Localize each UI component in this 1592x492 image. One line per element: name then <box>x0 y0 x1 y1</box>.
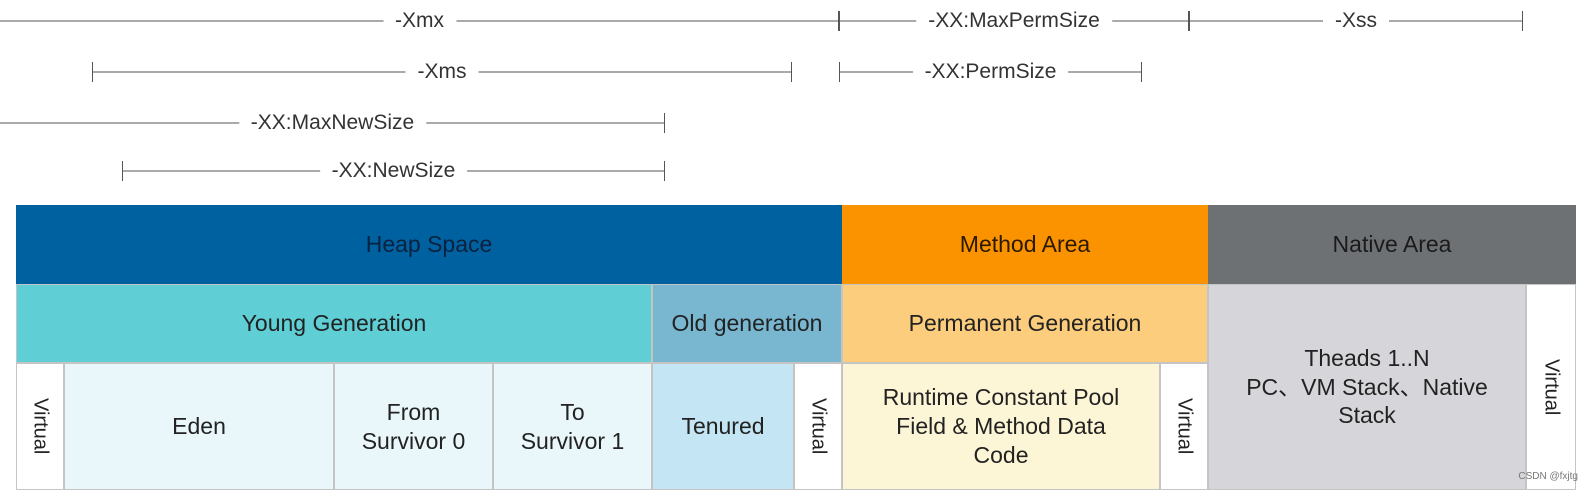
xmx-right-tick <box>838 11 839 31</box>
max-perm-size-right-tick <box>1188 11 1189 31</box>
young-generation-bar: Young Generation <box>16 284 652 363</box>
permanent-generation-bar: Permanent Generation <box>842 284 1208 363</box>
from-survivor-cell: From Survivor 0 <box>334 363 493 490</box>
native-area-bar: Native Area <box>1208 205 1576 284</box>
xss-left-tick <box>1189 11 1190 31</box>
new-size-right-tick <box>664 161 665 181</box>
new-size-dimension: -XX:NewSize <box>122 159 665 183</box>
native-virtual-cell: Virtual <box>1526 284 1576 490</box>
old-virtual-cell: Virtual <box>794 363 842 490</box>
xss-label: -Xss <box>1323 9 1389 33</box>
max-perm-size-dimension: -XX:MaxPermSize <box>839 9 1189 33</box>
perm-size-right-tick <box>1141 62 1142 82</box>
permanent-virtual-cell: Virtual <box>1160 363 1208 490</box>
eden-cell: Eden <box>64 363 334 490</box>
method-area-bar: Method Area <box>842 205 1208 284</box>
heap-space-bar: Heap Space <box>16 205 842 284</box>
xms-right-tick <box>791 62 792 82</box>
max-new-size-label: -XX:MaxNewSize <box>238 111 427 135</box>
perm-size-label: -XX:PermSize <box>912 60 1069 84</box>
watermark: CSDN @fxjtg <box>1518 471 1578 482</box>
young-virtual-cell: Virtual <box>16 363 64 490</box>
xmx-dimension: -Xmx <box>0 9 839 33</box>
xss-right-tick <box>1522 11 1523 31</box>
to-survivor-cell: To Survivor 1 <box>493 363 652 490</box>
old-generation-bar: Old generation <box>652 284 842 363</box>
xss-dimension: -Xss <box>1189 9 1523 33</box>
xms-left-tick <box>92 62 93 82</box>
runtime-constant-pool-cell: Runtime Constant Pool Field & Method Dat… <box>842 363 1160 490</box>
xms-label: -Xms <box>405 60 479 84</box>
xms-dimension: -Xms <box>92 60 792 84</box>
max-perm-size-left-tick <box>839 11 840 31</box>
threads-cell: Theads 1..N PC、VM Stack、Native Stack <box>1208 284 1526 490</box>
perm-size-left-tick <box>839 62 840 82</box>
max-new-size-dimension: -XX:MaxNewSize <box>0 111 665 135</box>
xmx-label: -Xmx <box>383 9 456 33</box>
new-size-left-tick <box>122 161 123 181</box>
max-new-size-right-tick <box>664 113 665 133</box>
max-perm-size-label: -XX:MaxPermSize <box>916 9 1112 33</box>
tenured-cell: Tenured <box>652 363 794 490</box>
perm-size-dimension: -XX:PermSize <box>839 60 1142 84</box>
new-size-label: -XX:NewSize <box>319 159 468 183</box>
